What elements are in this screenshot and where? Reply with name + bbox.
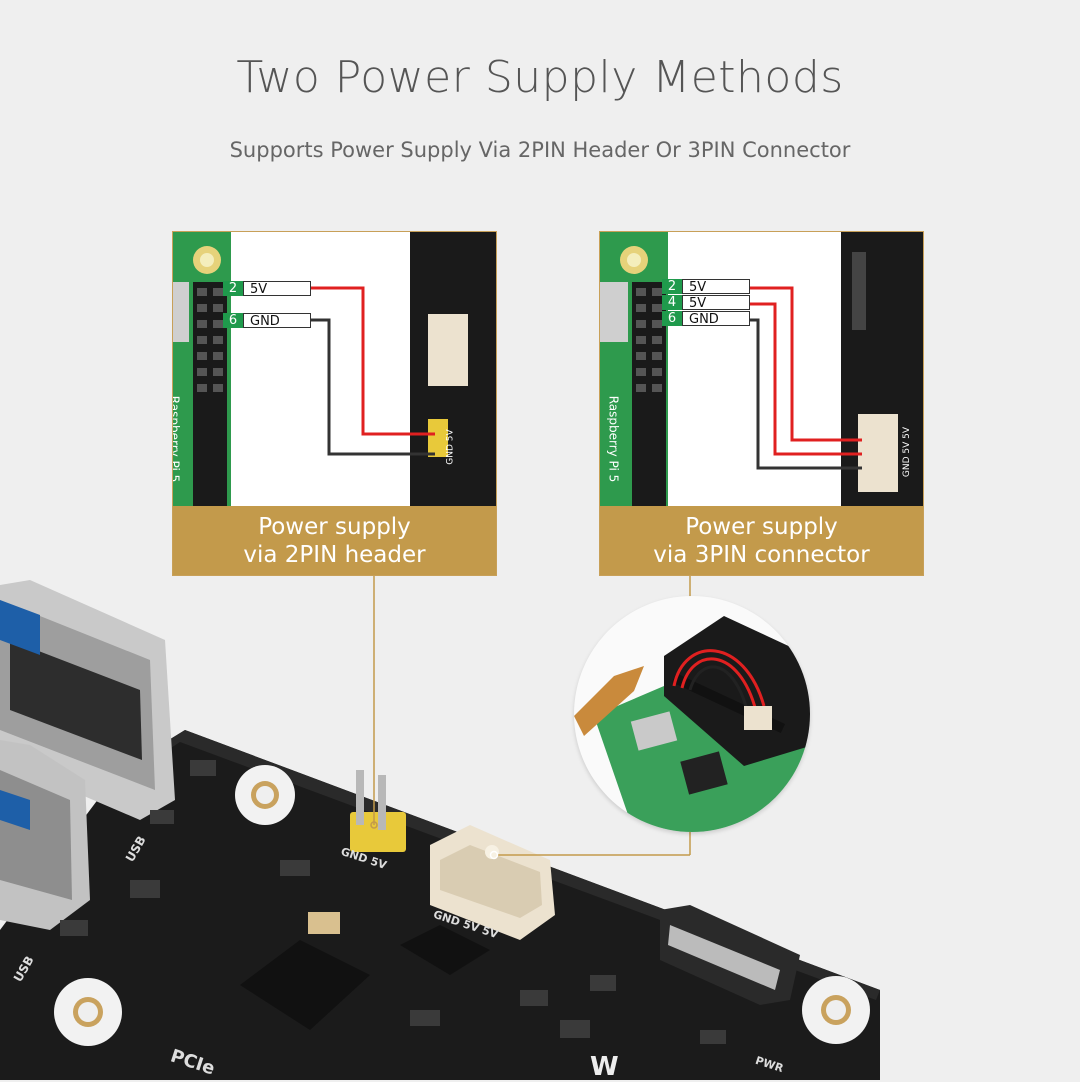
connector-label: GND 5V 5V [902,426,913,478]
panel-caption: Power supply via 2PIN header [173,506,496,575]
page-title: Two Power Supply Methods [236,52,844,103]
pin-name: GND [682,311,750,327]
panel-2pin-header: 2 5V 6 GND Raspberry Pi 5 GND 5V Power s… [172,231,497,576]
pin-name: GND [243,313,311,329]
two-pin-header [350,770,406,852]
panel-caption: Power supply via 3PIN connector [600,506,923,575]
pin-label-5v: 2 5V [662,279,750,295]
pin-number: 4 [662,295,682,310]
three-pin-connector [430,825,555,940]
inset-photo-connected-board [574,596,810,832]
pin-label-gnd: 6 GND [223,313,311,329]
connector-label: GND 5V [445,429,456,465]
pin-label-5v-2: 4 5V [662,295,750,311]
board-label: Raspberry Pi 5 [606,395,621,483]
pin-number: 6 [662,311,682,326]
panel-3pin-connector: 2 5V 4 5V 6 GND Raspberry Pi 5 GND 5V 5V… [599,231,924,576]
brand-logo-mark: W [590,1052,619,1082]
panel-diagram-3pin [600,232,923,506]
board-label: Raspberry Pi 5 [172,395,182,483]
page-subtitle: Supports Power Supply Via 2PIN Header Or… [229,138,851,162]
pin-number: 2 [662,279,682,294]
pin-name: 5V [682,279,750,295]
pin-number: 2 [223,281,243,296]
usb-port-2 [0,740,90,930]
pin-name: 5V [682,295,750,311]
pin-number: 6 [223,313,243,328]
pin-name: 5V [243,281,311,297]
panel-diagram-2pin [173,232,496,506]
pin-label-gnd: 6 GND [662,311,750,327]
pin-label-5v: 2 5V [223,281,311,297]
